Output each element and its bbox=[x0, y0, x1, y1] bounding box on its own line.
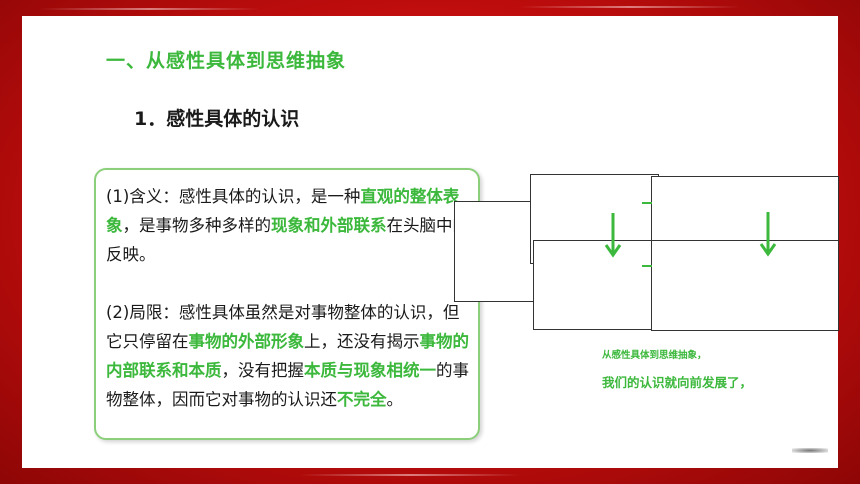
paragraph-limitation: (2)局限：感性具体虽然是对事物整体的认识，但它只停留在事物的外部形象上，还没有… bbox=[106, 298, 470, 414]
highlighted-term: 直观的整体表象 bbox=[106, 187, 460, 235]
section-heading: 一、从感性具体到思维抽象 bbox=[106, 50, 347, 72]
paragraph-text: ， bbox=[426, 303, 443, 322]
down-arrow-icon bbox=[759, 212, 777, 257]
paragraph-text: (1)含义：感性具体的认识，是一种 bbox=[106, 187, 361, 206]
caption-line-2: 我们的认识就向前发展了， bbox=[602, 375, 753, 390]
highlighted-term: 现象和外部联系 bbox=[271, 216, 387, 235]
definition-card: (1)含义：感性具体的认识，是一种直观的整体表象，是事物多种多样的现象和外部联系… bbox=[94, 168, 480, 440]
slide-canvas: 一、从感性具体到思维抽象 1．感性具体的认识 (1)含义：感性具体的认识，是一种… bbox=[22, 16, 839, 468]
highlighted-term: 事物的外部形象 bbox=[188, 332, 305, 351]
light-streak bbox=[520, 6, 740, 8]
connector-mark bbox=[642, 202, 652, 204]
light-streak bbox=[40, 8, 260, 10]
highlighted-term: 事物的内部联系和本质 bbox=[106, 332, 469, 380]
light-streak bbox=[300, 474, 520, 476]
image-frame bbox=[533, 240, 661, 330]
connector-mark bbox=[642, 265, 652, 267]
highlighted-term: 本质与现象相统一 bbox=[304, 361, 436, 380]
paragraph-text: ，没有把握 bbox=[221, 361, 305, 380]
down-arrow-icon bbox=[604, 213, 622, 258]
paragraph-text: 但它只停留在 bbox=[106, 303, 460, 351]
image-frame bbox=[651, 240, 839, 331]
paragraph-text: 的事物整体，因而它对事物的认识还 bbox=[106, 361, 469, 409]
highlighted-term: 不完全 bbox=[337, 390, 387, 409]
subsection-heading: 1．感性具体的认识 bbox=[134, 108, 300, 130]
paragraph-text: 。 bbox=[386, 390, 404, 409]
paragraph-meaning: (1)含义：感性具体的认识，是一种直观的整体表象，是事物多种多样的现象和外部联系… bbox=[106, 182, 470, 269]
paragraph-text: (2)局限：感性具体虽然是对事物整体的认识 bbox=[106, 303, 427, 322]
paragraph-text: 上，还没有揭示 bbox=[304, 332, 420, 351]
image-frame bbox=[454, 201, 544, 302]
caption-line-1: 从感性具体到思维抽象， bbox=[602, 350, 707, 361]
paragraph-text: 在头脑中的反映。 bbox=[106, 216, 469, 264]
paragraph-text: ，是事物多种多样的 bbox=[122, 216, 272, 235]
decorative-shadow bbox=[792, 448, 828, 453]
